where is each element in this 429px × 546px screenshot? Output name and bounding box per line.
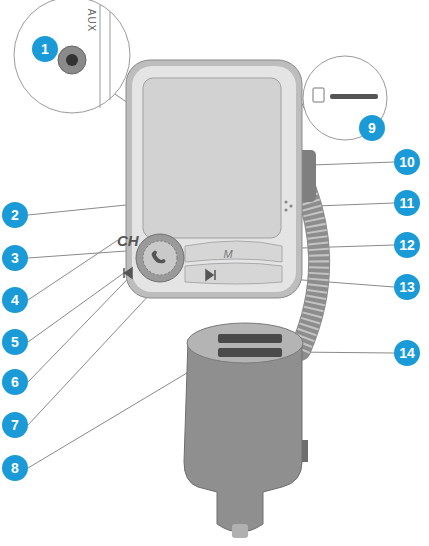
callout-number: 8 xyxy=(2,455,28,481)
speaker-hole xyxy=(284,208,287,211)
sd-slot xyxy=(330,94,378,99)
unit-shell xyxy=(126,60,302,298)
next-button xyxy=(185,263,282,284)
lcd-screen xyxy=(143,78,281,238)
callout-number: 5 xyxy=(2,329,28,355)
charger-cap xyxy=(187,323,303,363)
phone-icon xyxy=(152,251,166,264)
mode-button xyxy=(185,241,282,262)
callout-number: 3 xyxy=(2,245,28,271)
inset-edge xyxy=(100,5,110,108)
knob-ridges xyxy=(143,241,177,275)
aux-hole xyxy=(66,54,78,66)
leader-line xyxy=(28,258,148,382)
sd-icon xyxy=(313,88,324,102)
button-label: CH xyxy=(117,232,139,249)
callout-number: 9 xyxy=(359,115,385,141)
callout-number: 7 xyxy=(2,412,28,438)
port-label: AUX xyxy=(86,8,97,32)
charger-body xyxy=(184,340,302,532)
prev-icon xyxy=(124,268,132,278)
callout-number: 12 xyxy=(394,232,420,258)
gooseneck-ribs xyxy=(300,190,319,350)
callout-number: 6 xyxy=(2,369,28,395)
tip-contact xyxy=(232,524,248,538)
aux-inset xyxy=(14,0,130,113)
unit-face xyxy=(132,66,296,292)
callout-number: 2 xyxy=(2,202,28,228)
gooseneck xyxy=(300,190,319,350)
knob xyxy=(136,234,184,282)
sd-inset xyxy=(303,56,387,140)
aux-jack xyxy=(58,46,86,74)
speaker-hole xyxy=(284,200,287,203)
leader-line xyxy=(28,240,118,300)
usb-port xyxy=(218,348,282,357)
leader-line xyxy=(28,270,128,342)
usb-port xyxy=(218,334,282,343)
leader-line xyxy=(312,162,394,165)
callout-number: 1 xyxy=(32,36,58,62)
speaker-hole xyxy=(289,204,292,207)
callout-number: 14 xyxy=(394,340,420,366)
leader-line xyxy=(28,250,140,258)
spring-contact xyxy=(302,440,308,462)
callout-number: 13 xyxy=(394,274,420,300)
button-label: M xyxy=(224,248,233,260)
callout-number: 4 xyxy=(2,287,28,313)
callout-number: 11 xyxy=(394,190,420,216)
callout-number: 10 xyxy=(394,149,420,175)
next-icon xyxy=(206,270,215,280)
leader-line xyxy=(28,278,165,425)
